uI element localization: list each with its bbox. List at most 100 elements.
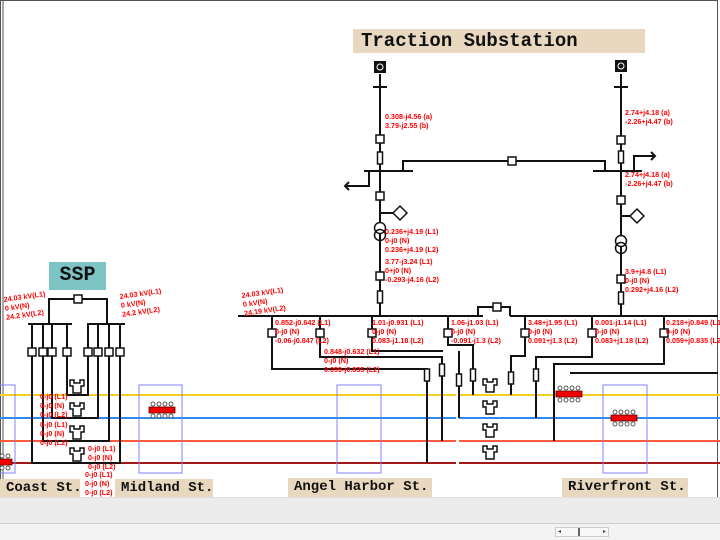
symbols	[0, 60, 669, 471]
breaker-icon	[38, 347, 48, 357]
ssp-label: SSP	[49, 262, 106, 290]
ssp-current-2-line: 0-j0 (L1)	[40, 420, 68, 429]
power-source-icon	[376, 63, 384, 71]
train-wheel-icon	[156, 413, 162, 419]
ts-left-transformer-current-line: 0-j0 (N)	[385, 236, 410, 245]
slider-thumb[interactable]	[578, 528, 580, 536]
autotransformer-icon	[69, 379, 85, 394]
train-icon	[148, 406, 176, 414]
train-wheel-icon	[168, 401, 174, 407]
ssp-current-2: 0-j0 (L1)0-j0 (N)0-j0 (L2)	[40, 420, 68, 447]
ssp-right-voltage: 24.03 kV(L1)0 kV(N)24.2 kV(L2)	[119, 286, 162, 319]
ts-left-low-current-line: -0.293-j4.16 (L2)	[385, 275, 440, 284]
train-wheel-icon	[5, 465, 11, 471]
breaker-icon	[587, 328, 597, 338]
feeder-current-1-line: -0.06-j0.847 (L2)	[275, 336, 330, 345]
resistor-icon	[507, 371, 515, 385]
breaker-icon	[47, 347, 57, 357]
zoom-slider[interactable]: ◂ ▸	[555, 527, 609, 537]
station-box-angel-harbor	[336, 384, 382, 474]
autotransformer-icon	[482, 378, 498, 393]
feeder-current-6-line: 0.001-j1.14 (L1)	[595, 318, 647, 327]
ts-left-low-current-line: 0+j0 (N)	[385, 266, 412, 275]
slider-right-arrow-icon[interactable]: ▸	[602, 529, 606, 535]
resistor-icon	[423, 368, 431, 382]
transformer-icon	[373, 228, 387, 242]
ts-main-bus	[238, 306, 718, 317]
train-wheel-icon	[150, 413, 156, 419]
train-wheel-icon	[162, 413, 168, 419]
resistor-icon	[376, 151, 384, 165]
breaker-icon	[93, 347, 103, 357]
feeder-current-3-line: 0-j0 (N)	[372, 327, 397, 336]
ts-right-top-current: 2.74+j4.18 (a)-2.26+j4.47 (b)	[625, 108, 673, 126]
train-wheel-icon	[162, 401, 168, 407]
wiring	[28, 74, 718, 464]
ssp-current-3-line: 0-j0 (N)	[88, 453, 113, 462]
feeder-current-2-line: 0-j0 (N)	[324, 356, 349, 365]
station-label-angel-harbor: Angel Harbor St.	[288, 478, 432, 497]
breaker-icon	[315, 328, 325, 338]
train-icon	[0, 458, 13, 466]
ts-left-top-current-line: 0.308-j4.56 (a)	[385, 112, 433, 121]
ssp-current-2-line: 0-j0 (L2)	[40, 438, 68, 447]
power-source-icon	[615, 60, 627, 72]
train-wheel-icon	[156, 401, 162, 407]
breaker-icon	[375, 191, 385, 201]
resistor-icon	[469, 368, 477, 382]
train-wheel-icon	[563, 397, 569, 403]
outgoing-arrow-icon	[343, 181, 350, 191]
bus-voltage-line: 0 kV(N)	[242, 296, 268, 308]
ts-right-mid-current-line: -2.26+j4.47 (b)	[625, 179, 673, 188]
feeder-current-1: 0.852-j0.642 (L1)0-j0 (N)-0.06-j0.847 (L…	[275, 318, 331, 345]
train-wheel-icon	[612, 421, 618, 427]
status-area	[0, 497, 720, 524]
feeder-current-7-line: 0.059+j0.835 (L2)	[666, 336, 720, 345]
station-box-midland	[138, 384, 183, 474]
ts-bus-coupler	[402, 160, 606, 171]
feeder-current-6-line: 0-j0 (N)	[595, 327, 620, 336]
ssp-current-4-line: 0-j0 (L1)	[85, 470, 113, 479]
station-boxes	[0, 384, 648, 474]
breaker-icon	[115, 347, 125, 357]
ts-left-transformer-current-line: 0.236+j4.19 (L2)	[385, 245, 439, 254]
feeder-current-7: 0.218+j0.849 (L1)0-j0 (N)0.059+j0.835 (L…	[666, 318, 720, 345]
feeder-current-4: 1.06-j1.03 (L1)0-j0 (N)-0.091-j1.3 (L2)	[451, 318, 502, 345]
ssp-current-1: 0-j0 (L1)0-j0 (N)0-j0 (L2)	[40, 392, 68, 419]
autotransformer-icon	[482, 445, 498, 460]
ts-right-outgoing	[633, 155, 655, 171]
train-wheel-icon	[0, 453, 5, 459]
autotransformer-icon	[69, 425, 85, 440]
feeder-current-4-line: 1.06-j1.03 (L1)	[451, 318, 499, 327]
ts-left-top-current-line: 3.79-j2.55 (b)	[385, 121, 429, 130]
breaker-icon	[520, 328, 530, 338]
bus-voltage: 24.03 kV(L1)0 kV(N)24.19 kV(L2)	[241, 285, 287, 318]
ssp-left-drop-2	[42, 324, 78, 442]
ts-right-top-current-line: 2.74+j4.18 (a)	[625, 108, 671, 117]
annotations: 0.308-j4.56 (a)3.79-j2.55 (b) 2.74+j4.18 …	[3, 108, 720, 497]
train-wheel-icon	[569, 385, 575, 391]
feeder-current-5: 3.48+j1.95 (L1)0-j0 (N)0.091+j1.3 (L2)	[528, 318, 578, 345]
ts-left-low-current: 3.77-j3.24 (L1)0+j0 (N)-0.293-j4.16 (L2)	[385, 257, 440, 284]
feeder-current-3-line: 0.083-j1.18 (L2)	[372, 336, 424, 345]
ssp-current-4-line: 0-j0 (N)	[85, 479, 110, 488]
transformer-icon	[614, 241, 628, 255]
feeder-current-4-line: 0-j0 (N)	[451, 327, 476, 336]
feeder-current-2-line: 0.059-j0.835 (L2)	[324, 365, 380, 374]
feeder-current-2-line: 0.848-j0.632 (L1)	[324, 347, 380, 356]
breaker-icon	[375, 271, 385, 281]
power-source-icon	[617, 62, 625, 70]
station-label-coast: Coast St.	[0, 479, 82, 498]
feeder-line-7	[553, 316, 718, 441]
train-wheel-icon	[569, 397, 575, 403]
slider-left-arrow-icon[interactable]: ◂	[558, 529, 562, 535]
ts-right-low-current-line: 3.9+j4.8 (L1)	[625, 267, 667, 276]
ssp-left-drop-1	[31, 324, 78, 464]
horizontal-scrollbar-track[interactable]	[0, 523, 720, 540]
train-wheel-icon	[618, 421, 624, 427]
train-wheel-icon	[563, 385, 569, 391]
feeder-current-5-line: 0-j0 (N)	[528, 327, 553, 336]
station-label-midland: Midland St.	[115, 479, 213, 498]
train-wheel-icon	[5, 453, 11, 459]
autotransformer-icon	[482, 423, 498, 438]
